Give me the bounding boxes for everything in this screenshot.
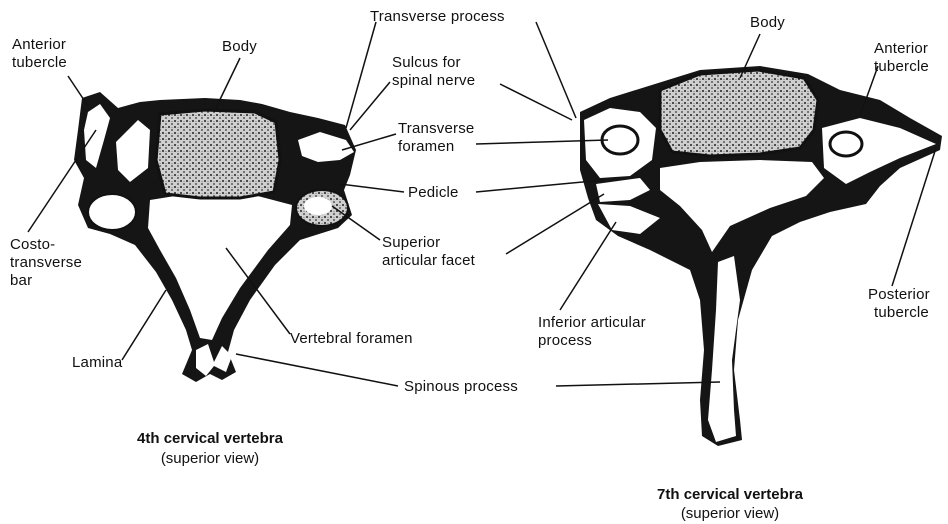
label-lamina: Lamina bbox=[72, 354, 122, 372]
leader-anterior-tubercle-left bbox=[68, 76, 88, 106]
leader-lamina bbox=[122, 290, 166, 360]
label-superior-facet-line2: articular facet bbox=[382, 252, 475, 270]
caption-c7-subtitle: (superior view) bbox=[640, 505, 820, 522]
c7-vertebra bbox=[580, 66, 942, 446]
c7-right-transverse-foramen bbox=[830, 132, 862, 156]
label-transverse-process: Transverse process bbox=[370, 8, 505, 26]
leader-sulcus bbox=[350, 82, 390, 130]
leader-inferior-articular bbox=[560, 222, 616, 310]
c4-left-transverse-foramen bbox=[88, 194, 136, 230]
leader-transverse-process-right bbox=[536, 22, 576, 118]
label-vertebral-foramen: Vertebral foramen bbox=[290, 330, 413, 348]
label-sulcus-line2: spinal nerve bbox=[392, 72, 475, 90]
leader-pedicle-left bbox=[340, 184, 404, 192]
caption-c4-subtitle: (superior view) bbox=[120, 450, 300, 467]
c4-facet-highlight bbox=[304, 197, 332, 215]
label-inferior-articular-line2: process bbox=[538, 332, 592, 350]
label-body-right: Body bbox=[750, 14, 785, 32]
label-anterior-tubercle-right-line1: Anterior bbox=[874, 40, 928, 58]
label-transverse-foramen-line2: foramen bbox=[398, 138, 454, 156]
caption-c4-title: 4th cervical vertebra bbox=[120, 430, 300, 447]
label-sulcus-line1: Sulcus for bbox=[392, 54, 461, 72]
label-inferior-articular-line1: Inferior articular bbox=[538, 314, 646, 332]
label-posterior-tubercle-line1: Posterior bbox=[868, 286, 930, 304]
leader-transverse-process-left bbox=[346, 22, 376, 128]
label-superior-facet-line1: Superior bbox=[382, 234, 440, 252]
label-anterior-tubercle-right-line2: tubercle bbox=[874, 58, 929, 76]
leader-sulcus-right bbox=[500, 84, 572, 120]
label-costo-line1: Costo- bbox=[10, 236, 55, 254]
leader-spinous-right bbox=[556, 382, 720, 386]
c4-body bbox=[156, 110, 280, 198]
label-costo-line2: transverse bbox=[10, 254, 82, 272]
label-anterior-tubercle-left-line1: Anterior bbox=[12, 36, 66, 54]
leader-spinous-left bbox=[236, 354, 398, 386]
label-anterior-tubercle-left-line2: tubercle bbox=[12, 54, 67, 72]
label-costo-line3: bar bbox=[10, 272, 32, 290]
label-transverse-foramen-line1: Transverse bbox=[398, 120, 474, 138]
label-body-left: Body bbox=[222, 38, 257, 56]
label-spinous-process: Spinous process bbox=[404, 378, 518, 396]
leader-superior-facet-right bbox=[506, 194, 604, 254]
c7-body bbox=[660, 70, 818, 156]
label-posterior-tubercle-line2: tubercle bbox=[874, 304, 929, 322]
caption-c7-title: 7th cervical vertebra bbox=[640, 486, 820, 503]
label-pedicle: Pedicle bbox=[408, 184, 459, 202]
